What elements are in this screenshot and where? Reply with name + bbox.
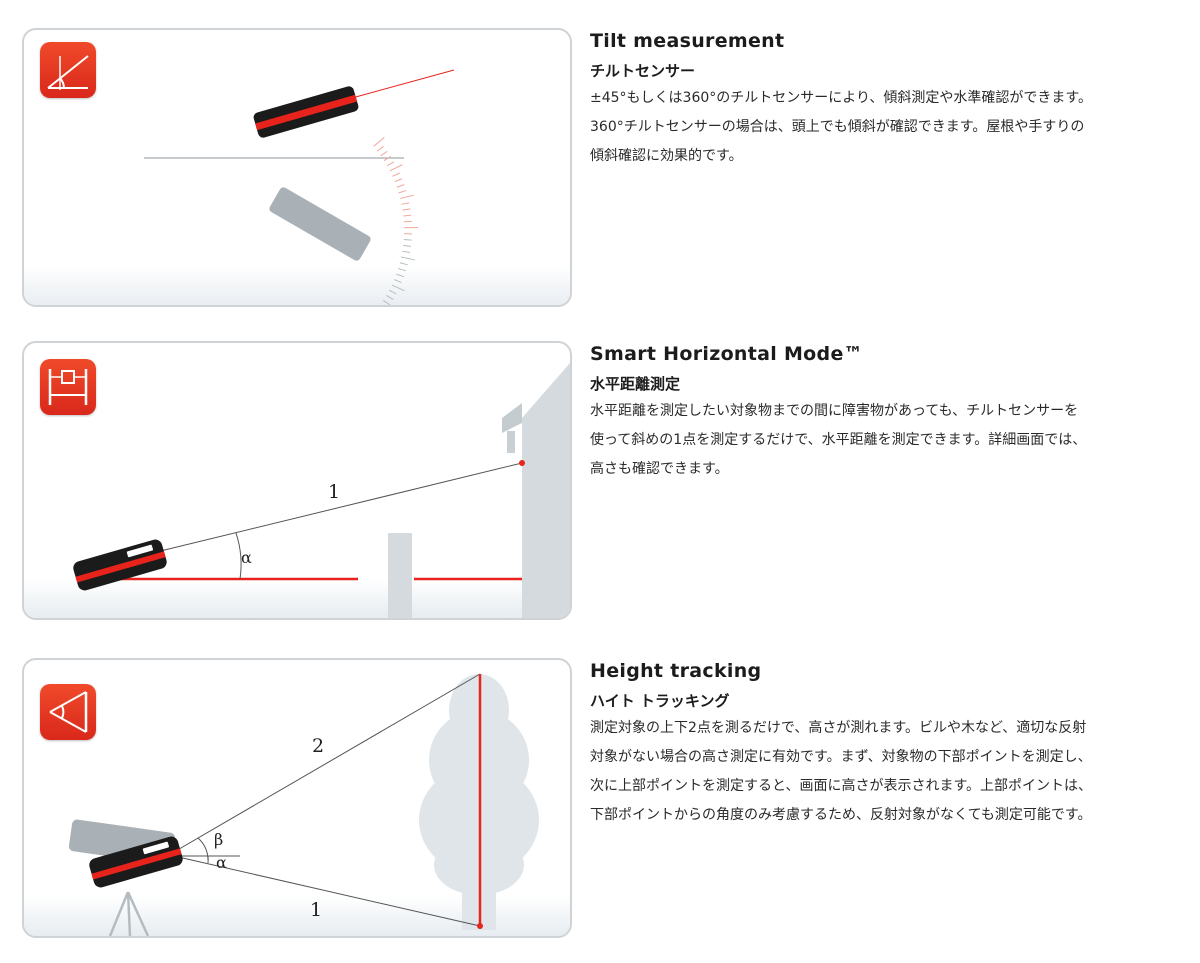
- scale-tick: [401, 256, 415, 261]
- scale-tick: [403, 239, 412, 241]
- body-line: 測定対象の上下2点を測るだけで、高さが測れます。ビルや木など、適切な反射: [590, 720, 1087, 736]
- distance-label-1: 1: [310, 899, 322, 921]
- scale-tick: [376, 145, 384, 152]
- section-body: 水平距離を測定したい対象物までの間に障害物があっても、チルトセンサーを 使って斜…: [590, 397, 1170, 484]
- section-body: 測定対象の上下2点を測るだけで、高さが測れます。ビルや木など、適切な反射 対象が…: [590, 714, 1170, 830]
- horizontal-section-text: Smart Horizontal Mode™ 水平距離測定 水平距離を測定したい…: [590, 343, 1170, 484]
- tilt-section-text: Tilt measurement チルトセンサー ±45°もしくは360°のチル…: [590, 30, 1170, 171]
- body-line: 次に上部ポイントを測定すると、画面に高さが表示されます。上部ポイントは、: [590, 778, 1093, 794]
- horizontal-illustration-panel: 1 α: [22, 341, 572, 620]
- scale-tick: [373, 137, 385, 147]
- body-line: 高さも確認できます。: [590, 461, 729, 477]
- scale-tick: [398, 190, 407, 194]
- angle-alpha-label: α: [216, 853, 227, 872]
- device: [89, 836, 183, 888]
- device: [73, 539, 167, 591]
- distance-label-2: 2: [312, 735, 324, 757]
- scale-tick: [383, 156, 392, 162]
- distance-label-1: 1: [328, 481, 340, 503]
- body-line: 360°チルトセンサーの場合は、頭上でも傾斜が確認できます。屋根や手すりの: [590, 119, 1085, 135]
- obstacle: [388, 533, 412, 618]
- scale-tick: [403, 214, 412, 217]
- section-title: Height tracking: [590, 660, 762, 682]
- scale-tick: [391, 284, 405, 292]
- scale-tick: [399, 262, 408, 266]
- scale-tick: [386, 161, 395, 167]
- device-tilted: [253, 86, 359, 138]
- section-title: Tilt measurement: [590, 30, 785, 52]
- scale-tick: [402, 250, 411, 254]
- body-line: 傾斜確認に効果的です。: [590, 148, 743, 164]
- angle-beta-label: β: [214, 830, 223, 849]
- scale-tick: [389, 164, 403, 172]
- height-illustration-panel: 2 1 β α: [22, 658, 572, 938]
- horizontal-illustration: 1 α: [24, 363, 570, 618]
- scale-tick: [380, 150, 388, 157]
- body-line: 水平距離を測定したい対象物までの間に障害物があっても、チルトセンサーを: [590, 403, 1079, 419]
- tilt-illustration: [24, 69, 570, 305]
- device-lower-gray: [269, 187, 371, 261]
- height-tracking-icon: [40, 684, 96, 740]
- body-line: 下部ポイントからの角度のみ考慮するため、反射対象がなくても測定可能です。: [590, 807, 1092, 823]
- scale-tick: [396, 184, 405, 188]
- tilt-icon: [40, 42, 96, 98]
- building: [502, 363, 570, 618]
- scale-tick: [394, 279, 402, 284]
- angle-alpha-label: α: [241, 548, 252, 567]
- scale-tick: [388, 289, 397, 295]
- scale-tick: [383, 300, 391, 305]
- body-line: ±45°もしくは360°のチルトセンサーにより、傾斜測定や水準確認ができます。: [590, 90, 1093, 106]
- scale-tick: [401, 202, 410, 205]
- height-illustration: 2 1 β α: [24, 673, 570, 936]
- scale-tick: [394, 178, 403, 183]
- section-subtitle: ハイト トラッキング: [590, 692, 730, 710]
- height-section-text: Height tracking ハイト トラッキング 測定対象の上下2点を測るだ…: [590, 660, 1170, 830]
- section-subtitle: チルトセンサー: [590, 62, 696, 80]
- scale-tick: [396, 273, 405, 278]
- body-line: 使って斜めの1点を測定するだけで、水平距離を測定できます。詳細画面では、: [590, 432, 1087, 448]
- scale-tick: [392, 172, 400, 177]
- tripod: [108, 891, 150, 936]
- horizontal-mode-icon: [40, 359, 96, 415]
- section-subtitle: 水平距離測定: [590, 375, 681, 393]
- tilt-scale: [373, 137, 418, 305]
- tilt-illustration-panel: [22, 28, 572, 307]
- scale-tick: [402, 208, 411, 211]
- scale-tick: [400, 194, 414, 200]
- body-line: 対象がない場合の高さ測定に有効です。まず、対象物の下部ポイントを測定し、: [590, 749, 1092, 765]
- scale-tick: [386, 294, 394, 300]
- section-title: Smart Horizontal Mode™: [590, 343, 863, 365]
- scale-tick: [403, 220, 412, 223]
- scale-tick: [398, 267, 406, 272]
- scale-tick: [403, 244, 412, 247]
- section-body: ±45°もしくは360°のチルトセンサーにより、傾斜測定や水準確認ができます。 …: [590, 84, 1170, 171]
